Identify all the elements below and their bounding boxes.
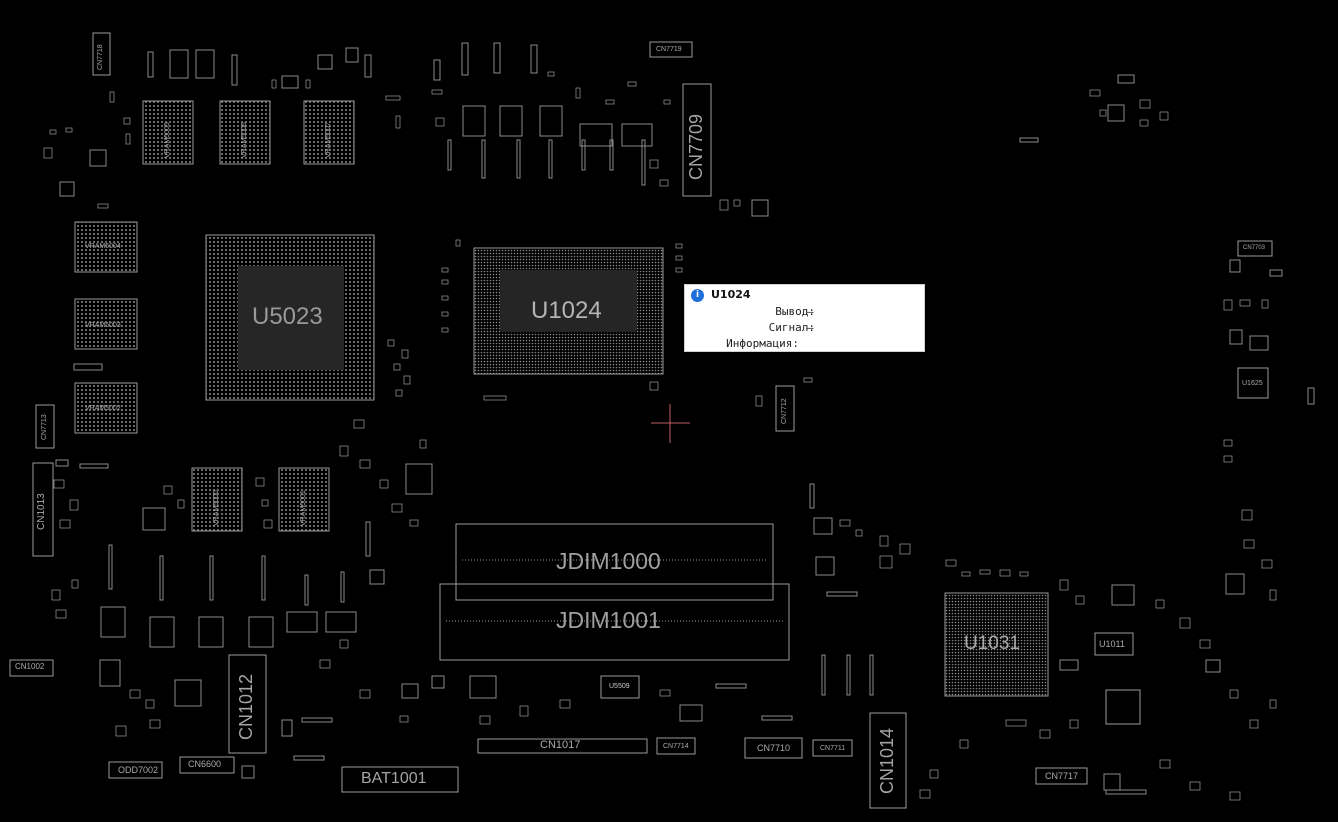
label-jdim1000[interactable]: JDIM1000 [556, 548, 661, 574]
label-cn7717[interactable]: CN7717 [1045, 771, 1079, 781]
label-vram5004[interactable]: VRAM5004 [85, 243, 121, 250]
component-info-tooltip: i U1024 Вывод: — Сигнал: — Информация: [684, 284, 925, 352]
label-cn6600[interactable]: CN6600 [188, 759, 222, 769]
label-cn7712[interactable]: CN7712 [781, 398, 788, 424]
label-odd7002[interactable]: ODD7002 [118, 765, 159, 775]
label-u1024[interactable]: U1024 [531, 297, 602, 324]
label-cn7710[interactable]: CN7710 [757, 743, 791, 753]
label-vram5005[interactable]: VRAM5005 [164, 122, 171, 158]
label-bat1001[interactable]: BAT1001 [361, 770, 427, 787]
cursor-crosshair [651, 404, 690, 443]
label-cn1014[interactable]: CN1014 [877, 727, 897, 794]
info-info-label: Информация: [726, 337, 799, 350]
label-cn7713[interactable]: CN7713 [41, 414, 48, 440]
label-cn1013[interactable]: CN1013 [36, 493, 47, 530]
label-vram5003[interactable]: VRAM5003 [85, 322, 121, 329]
info-signal-value: — [807, 321, 814, 334]
label-vram5006[interactable]: VRAM5006 [241, 122, 248, 158]
label-cn7718[interactable]: CN7718 [97, 44, 104, 70]
label-vram5000[interactable]: VRAM5000 [213, 490, 220, 526]
label-cn1002[interactable]: CN1002 [15, 662, 45, 671]
label-cn7719[interactable]: CN7719 [656, 46, 682, 53]
label-cn7711[interactable]: CN7711 [820, 745, 846, 752]
info-title: U1024 [711, 288, 751, 301]
info-icon: i [691, 289, 704, 302]
label-jdim1001[interactable]: JDIM1001 [556, 607, 661, 633]
info-signal-label: Сигнал: [768, 321, 815, 334]
info-pin-value: — [807, 305, 814, 318]
info-pin-label: Вывод: [775, 305, 815, 318]
label-u5509[interactable]: U5509 [609, 683, 630, 690]
label-u1011[interactable]: U1011 [1099, 639, 1125, 649]
label-u1625[interactable]: U1625 [1242, 380, 1263, 387]
label-vram5007[interactable]: VRAM5007 [325, 122, 332, 158]
label-u1031[interactable]: U1031 [964, 633, 1020, 654]
label-cn7703[interactable]: CN7703 [1243, 245, 1266, 251]
label-u5023[interactable]: U5023 [252, 303, 323, 330]
label-cn1017[interactable]: CN1017 [540, 739, 581, 751]
label-vram5001[interactable]: VRAM5001 [300, 490, 307, 526]
u1031-package [944, 592, 1049, 697]
label-cn1012[interactable]: CN1012 [236, 673, 256, 740]
label-cn7709[interactable]: CN7709 [686, 113, 706, 180]
label-cn7714[interactable]: CN7714 [663, 743, 689, 750]
label-vram5002[interactable]: VRAM5002 [85, 405, 121, 412]
